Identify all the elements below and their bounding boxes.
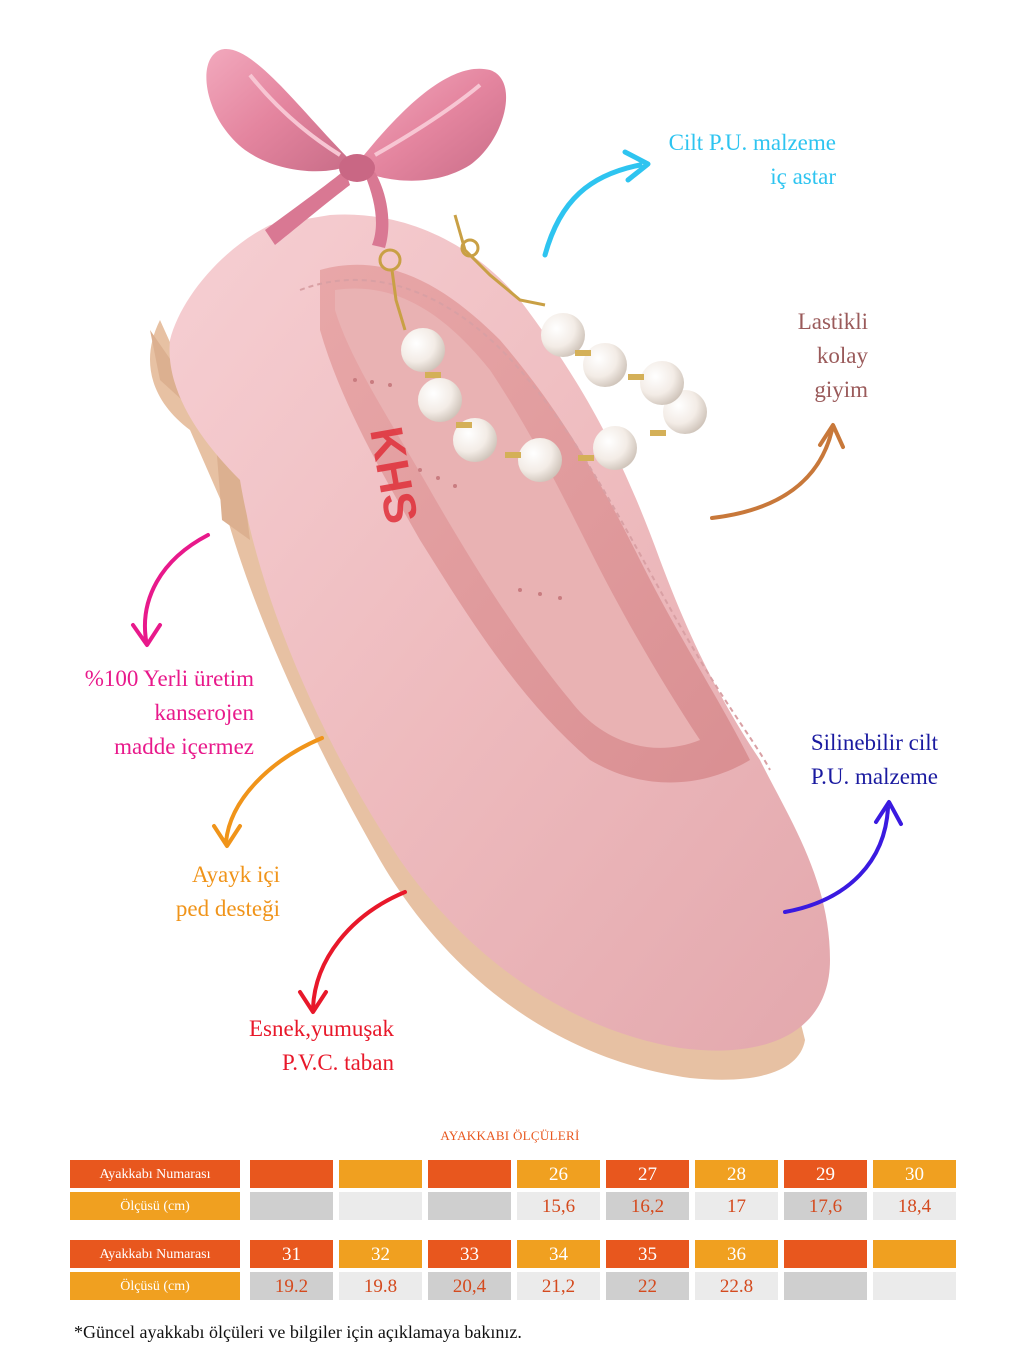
size-cell: 29: [784, 1160, 867, 1188]
size-cell: [339, 1160, 422, 1188]
arrow-sole: [298, 890, 407, 1014]
measure-cell: 18,4: [873, 1192, 956, 1220]
callout-cleanable: Silinebilir cilt P.U. malzeme: [811, 726, 938, 794]
arrow-local: [131, 533, 210, 647]
product-illustration: KHS: [131, 49, 903, 1080]
size-cell: 32: [339, 1240, 422, 1268]
measure-cell: 17: [695, 1192, 778, 1220]
arrow-lining: [542, 149, 651, 258]
measure-row-label: Ölçüsü (cm): [70, 1192, 240, 1220]
size-cell: 26: [517, 1160, 600, 1188]
size-row-label: Ayakkabı Numarası: [70, 1240, 240, 1268]
callout-local: %100 Yerli üretim kanserojen madde içerm…: [85, 662, 254, 764]
size-cell: [873, 1240, 956, 1268]
measure-cell: 19.2: [250, 1272, 333, 1300]
callout-line: Cilt P.U. malzeme: [668, 130, 836, 155]
callout-lining: Cilt P.U. malzeme iç astar: [669, 126, 836, 194]
measure-cell: 20,4: [428, 1272, 511, 1300]
arrow-elastic: [710, 423, 845, 520]
size-cell: 35: [606, 1240, 689, 1268]
measure-cell: 22.8: [695, 1272, 778, 1300]
callout-elastic: Lastikli kolay giyim: [798, 305, 868, 407]
measure-cell: 19.8: [339, 1272, 422, 1300]
measure-cell: [339, 1192, 422, 1220]
callout-line: iç astar: [770, 164, 836, 189]
measure-cell: 21,2: [517, 1272, 600, 1300]
callout-line: Lastikli: [797, 309, 868, 334]
footnote: *Güncel ayakkabı ölçüleri ve bilgiler iç…: [74, 1322, 522, 1342]
callout-line: Ayayk içi: [192, 862, 280, 887]
measure-cell: 15,6: [517, 1192, 600, 1220]
callout-line: %100 Yerli üretim: [84, 666, 254, 691]
size-cell: 34: [517, 1240, 600, 1268]
pearl-strap: [401, 313, 707, 482]
size-cell: 30: [873, 1160, 956, 1188]
size-cell: 28: [695, 1160, 778, 1188]
gold-chain: [378, 214, 546, 331]
callout-line: ped desteği: [175, 896, 280, 921]
callout-line: Esnek,yumuşak: [248, 1016, 394, 1041]
measure-cell: 16,2: [606, 1192, 689, 1220]
callout-line: kolay: [816, 343, 868, 368]
ribbon-bow: [206, 49, 507, 248]
callout-sole: Esnek,yumuşak P.V.C. taban: [249, 1012, 394, 1080]
size-cell: 33: [428, 1240, 511, 1268]
measure-row-label: Ölçüsü (cm): [70, 1272, 240, 1300]
measure-cell: 17,6: [784, 1192, 867, 1220]
arrow-insole: [212, 736, 324, 848]
callout-line: Silinebilir cilt: [810, 730, 938, 755]
size-cell: 27: [606, 1160, 689, 1188]
size-cell: 31: [250, 1240, 333, 1268]
callout-line: madde içermez: [114, 734, 254, 759]
size-table-title: AYAKKABI ÖLÇÜLERİ: [440, 1128, 580, 1143]
measure-cell: [873, 1272, 956, 1300]
size-row-label: Ayakkabı Numarası: [70, 1160, 240, 1188]
callout-insole: Ayayk içi ped desteği: [176, 858, 280, 926]
arrow-cleanable: [783, 800, 903, 914]
callout-line: P.V.C. taban: [281, 1050, 394, 1075]
callout-line: giyim: [814, 377, 868, 402]
callout-line: kanserojen: [154, 700, 254, 725]
measure-cell: [428, 1192, 511, 1220]
measure-cell: 22: [606, 1272, 689, 1300]
callout-line: P.U. malzeme: [810, 764, 938, 789]
size-cell: [250, 1160, 333, 1188]
size-cell: [784, 1240, 867, 1268]
size-cell: [428, 1160, 511, 1188]
measure-cell: [784, 1272, 867, 1300]
measure-cell: [250, 1192, 333, 1220]
size-cell: 36: [695, 1240, 778, 1268]
